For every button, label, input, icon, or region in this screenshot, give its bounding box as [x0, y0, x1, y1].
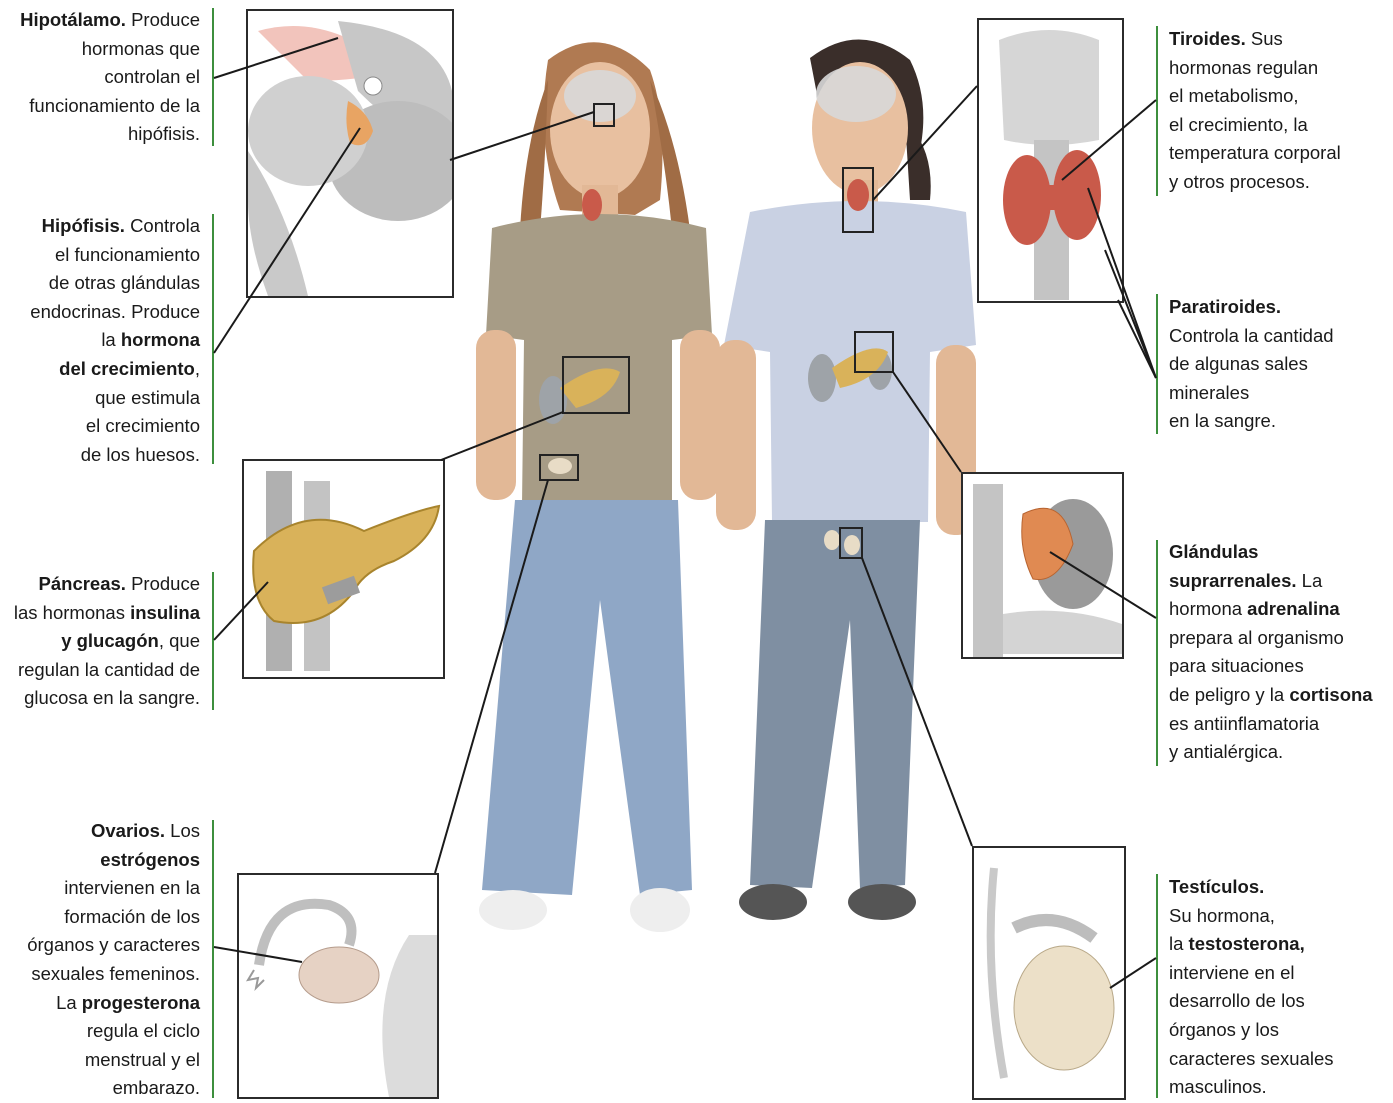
leader-lines	[0, 0, 1393, 1099]
